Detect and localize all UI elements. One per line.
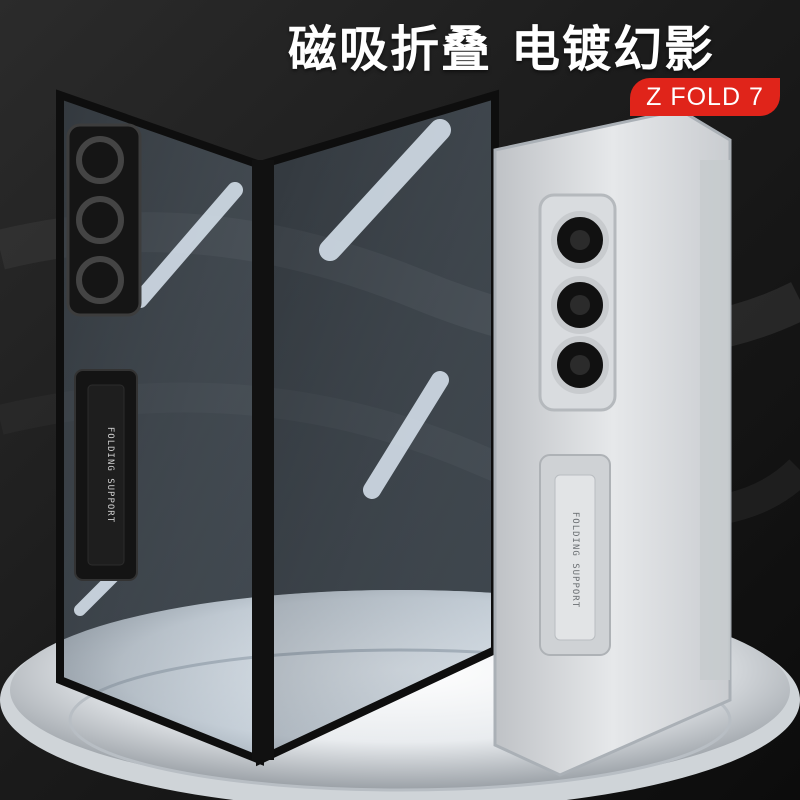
silver-case-camera-module xyxy=(538,193,617,412)
headline: 磁吸折叠 电镀幻影 xyxy=(288,21,716,78)
clear-case-kickstand xyxy=(74,369,138,581)
silver-case-kickstand xyxy=(539,454,611,656)
silver-case-stand-label: FOLDING SUPPORT xyxy=(570,511,581,609)
silver-case xyxy=(493,108,732,777)
model-badge: Z FOLD 7 xyxy=(630,78,780,116)
hinge-frame xyxy=(252,160,274,760)
clear-case-camera-module xyxy=(66,123,142,317)
clear-case-open xyxy=(56,89,499,767)
clear-case-stand-label: FOLDING SUPPORT xyxy=(105,426,116,524)
